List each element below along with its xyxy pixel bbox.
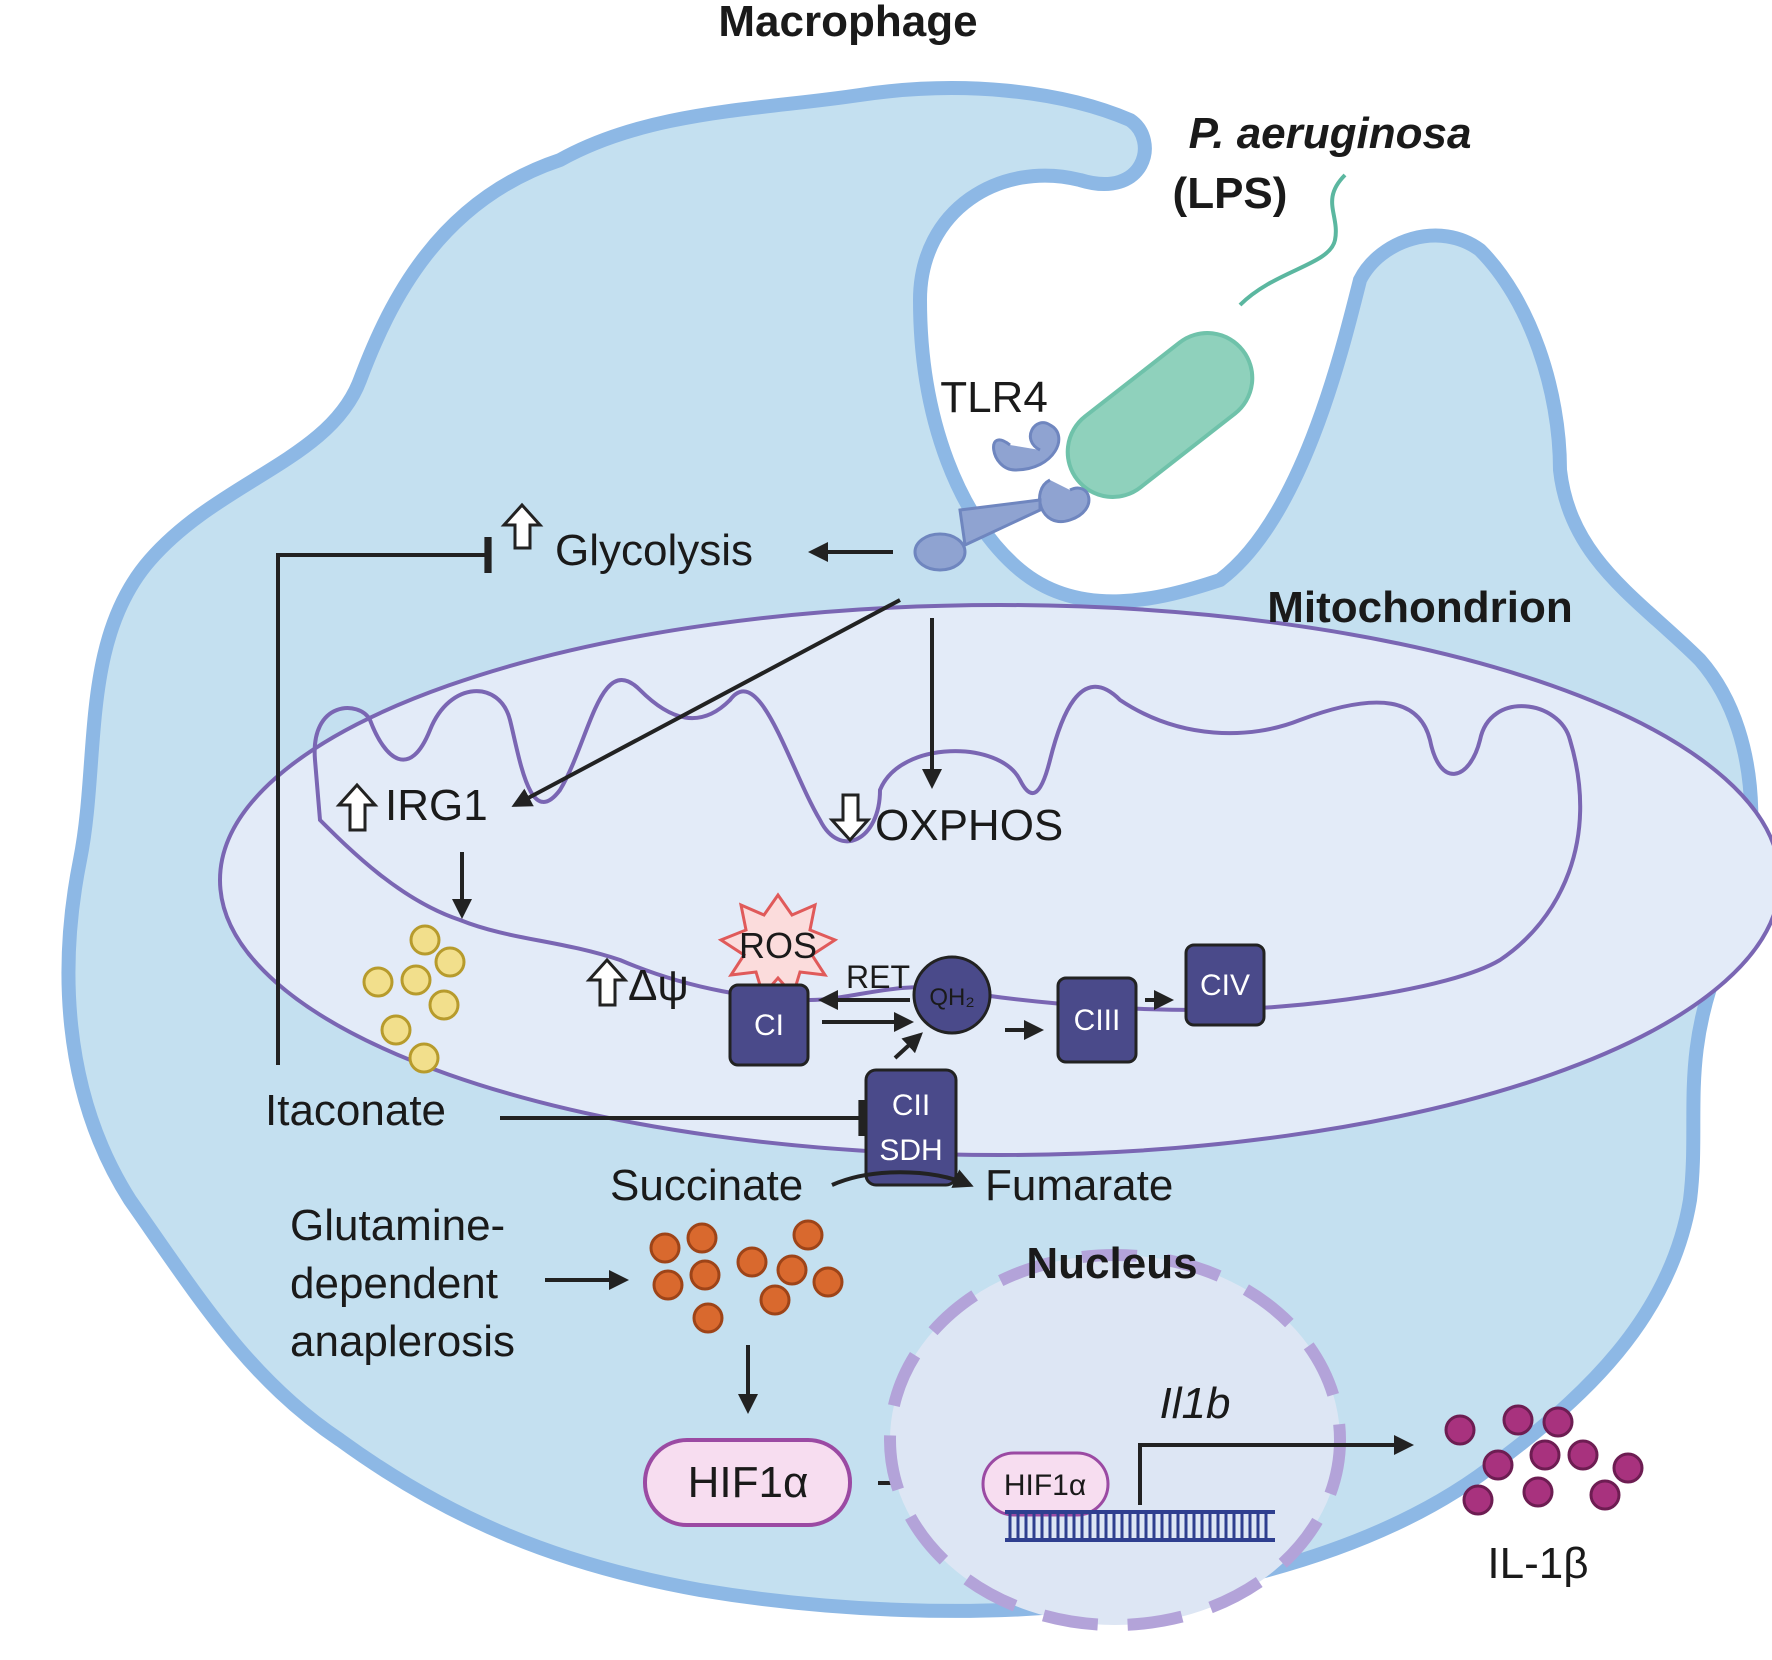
succinate-to-fumarate-arrow: [831, 1169, 974, 1188]
itaconate-beads: [362, 924, 466, 1074]
itaconate-label: Itaconate: [265, 1086, 446, 1135]
anaplerosis-label-line3: anaplerosis: [290, 1317, 515, 1366]
qh2-label: QH₂: [929, 984, 974, 1011]
fumarate-label: Fumarate: [985, 1161, 1173, 1210]
macrophage-title: Macrophage: [718, 0, 977, 46]
complex-iii: [1056, 976, 1138, 1064]
down-arrow-icon: [828, 793, 872, 843]
il1b-gene-label: Il1b: [1160, 1379, 1231, 1428]
hif1a-nuclear: [981, 1451, 1110, 1517]
complex-ii-label: CII: [892, 1089, 930, 1122]
nucleus-label: Nucleus: [1026, 1239, 1197, 1288]
hif1a-label: HIF1α: [688, 1458, 809, 1507]
delta-psi-label: Δψ: [628, 961, 689, 1010]
succinate-beads: [649, 1219, 844, 1334]
mitochondrion-cristae: [312, 678, 1583, 1013]
nucleus: [884, 1249, 1346, 1631]
tlr4-receptor: [913, 421, 1091, 572]
anaplerosis-label-line2: dependent: [290, 1259, 498, 1308]
qh2-pool: [912, 955, 992, 1035]
cii-to-qh2-arrow: [893, 1032, 923, 1060]
itaconate-inhibits-glycolysis: [276, 537, 492, 1065]
complex-i: [728, 983, 810, 1067]
complex-iii-label: CIII: [1074, 1004, 1121, 1037]
dna-strand: [1005, 1510, 1275, 1542]
complex-iv: [1184, 943, 1266, 1027]
ret-label: RET: [846, 959, 910, 995]
up-arrow-icon: [335, 782, 379, 832]
anaplerosis-label-line1: Glutamine-: [290, 1201, 505, 1250]
complex-i-label: CI: [754, 1009, 784, 1042]
tlr4-to-irg1-arrow: [511, 598, 901, 807]
il1b-beads: [1444, 1404, 1644, 1516]
irg1-label: IRG1: [385, 781, 488, 830]
hif1a-nuclear-label: HIF1α: [1004, 1469, 1086, 1502]
up-arrow-icon: [585, 957, 629, 1007]
pathogen-name: P. aeruginosa: [1189, 109, 1472, 158]
bacterium-flagellum: [1238, 173, 1347, 307]
il1b-protein-label: IL-1β: [1487, 1539, 1588, 1588]
mitochondrion-label: Mitochondrion: [1267, 583, 1573, 632]
pathogen-lps: (LPS): [1173, 169, 1288, 218]
complex-ii-sdh-label: SDH: [879, 1134, 942, 1167]
bacterium: [1065, 331, 1255, 499]
up-arrow-icon: [500, 502, 544, 550]
il1b-transcription-arrow: [1138, 1435, 1414, 1505]
glycolysis-label: Glycolysis: [555, 526, 753, 575]
tlr4-label: TLR4: [940, 373, 1048, 422]
succinate-label: Succinate: [610, 1161, 803, 1210]
ros-label: ROS: [739, 925, 817, 966]
complex-iv-label: CIV: [1200, 969, 1250, 1002]
complex-ii-sdh: [864, 1068, 958, 1187]
oxphos-label: OXPHOS: [875, 801, 1063, 850]
ros-burst: [717, 892, 839, 999]
mitochondrion: [218, 603, 1772, 1157]
hif1a-cytoplasmic: [643, 1438, 852, 1527]
